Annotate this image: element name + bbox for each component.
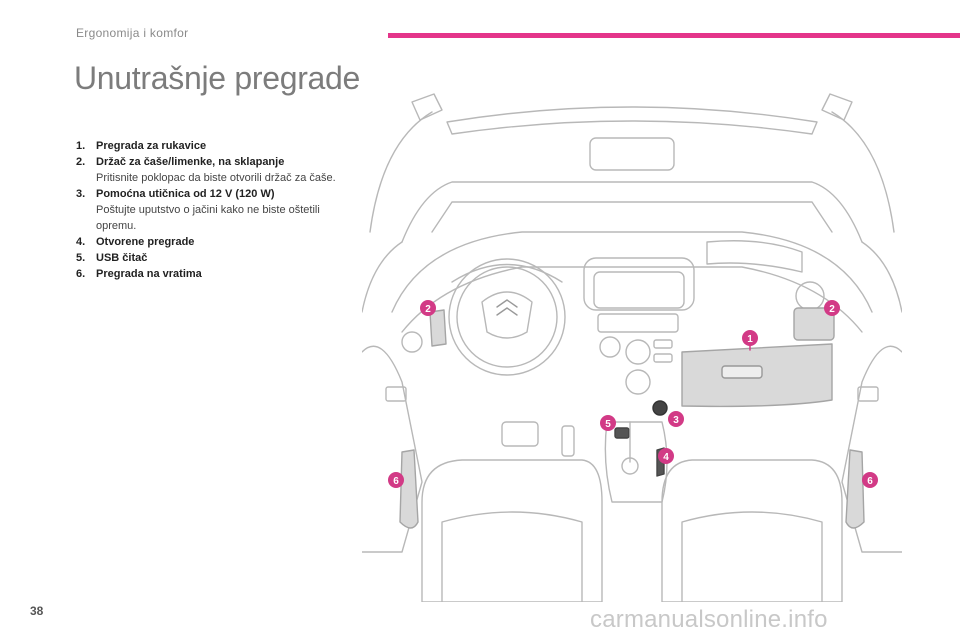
list-item: 6. Pregrada na vratima bbox=[76, 266, 346, 282]
watermark: carmanualsonline.info bbox=[590, 606, 828, 633]
left-cup-holder bbox=[429, 309, 447, 347]
item-note: Pritisnite poklopac da biste otvorili dr… bbox=[96, 172, 336, 184]
left-a-pillar bbox=[369, 111, 433, 233]
item-number: 3. bbox=[76, 188, 86, 200]
svg-text:3: 3 bbox=[673, 415, 679, 426]
svg-text:5: 5 bbox=[605, 419, 611, 430]
callout-2-right: 2 bbox=[824, 300, 840, 316]
interior-illustration: 1 2 2 3 4 5 6 6 bbox=[362, 93, 902, 602]
steering-wheel bbox=[448, 258, 566, 376]
list-item: 1. Pregrada za rukavice bbox=[76, 138, 346, 154]
callout-6-left: 6 bbox=[388, 472, 404, 488]
svg-text:1: 1 bbox=[747, 334, 753, 345]
left-handle bbox=[411, 93, 443, 121]
item-number: 5. bbox=[76, 252, 86, 264]
item-number: 4. bbox=[76, 236, 86, 248]
dashboard-top bbox=[391, 231, 873, 313]
page-number: 38 bbox=[30, 604, 44, 618]
svg-text:2: 2 bbox=[829, 304, 835, 315]
accent-bar bbox=[388, 33, 960, 38]
item-label: Pomoćna utičnica od 12 V (120 W) bbox=[96, 188, 275, 200]
gear-knob bbox=[621, 457, 639, 475]
passenger-seat bbox=[661, 459, 843, 602]
center-display bbox=[593, 271, 685, 309]
list-item: 3. Pomoćna utičnica od 12 V (120 W) Pošt… bbox=[76, 186, 346, 234]
callout-3: 3 bbox=[668, 411, 684, 427]
item-label: Pregrada za rukavice bbox=[96, 140, 207, 152]
right-cup-holder bbox=[793, 307, 835, 341]
left-door bbox=[362, 345, 423, 553]
rear-mirror bbox=[589, 137, 675, 171]
right-a-pillar bbox=[831, 111, 895, 233]
item-label: Pregrada na vratima bbox=[96, 268, 202, 280]
item-label: USB čitač bbox=[96, 252, 148, 264]
page-title: Unutrašnje pregrade bbox=[74, 60, 361, 96]
svg-text:6: 6 bbox=[393, 476, 399, 487]
section-header: Ergonomija i komfor bbox=[76, 26, 189, 40]
right-door bbox=[841, 345, 902, 553]
item-label: Otvorene pregrade bbox=[96, 236, 195, 248]
svg-text:4: 4 bbox=[663, 452, 669, 463]
item-label: Držač za čaše/limenke, na sklapanje bbox=[96, 156, 285, 168]
list-item: 4. Otvorene pregrade bbox=[76, 234, 346, 250]
callout-4: 4 bbox=[658, 448, 674, 464]
right-handle bbox=[821, 93, 853, 121]
svg-text:6: 6 bbox=[867, 476, 873, 487]
item-number: 1. bbox=[76, 140, 86, 152]
item-note: Poštujte uputstvo o jačini kako ne biste… bbox=[96, 204, 320, 232]
list-item: 2. Držač za čaše/limenke, na sklapanje P… bbox=[76, 154, 346, 186]
callout-5: 5 bbox=[600, 415, 616, 431]
svg-text:2: 2 bbox=[425, 304, 431, 315]
right-door-pocket bbox=[845, 449, 865, 529]
callout-1: 1 bbox=[742, 330, 758, 351]
usb-port bbox=[614, 427, 630, 439]
list-item: 5. USB čitač bbox=[76, 250, 346, 266]
item-number: 6. bbox=[76, 268, 86, 280]
callout-6-right: 6 bbox=[862, 472, 878, 488]
driver-seat bbox=[421, 459, 603, 602]
windshield-frame bbox=[446, 106, 818, 135]
item-number: 2. bbox=[76, 156, 86, 168]
callout-2-left: 2 bbox=[420, 300, 436, 316]
glovebox-handle bbox=[721, 365, 763, 379]
brand-logo bbox=[496, 299, 518, 316]
compartment-list: 1. Pregrada za rukavice 2. Držač za čaše… bbox=[76, 138, 346, 282]
left-door-pocket bbox=[399, 449, 419, 529]
power-socket bbox=[652, 400, 668, 416]
